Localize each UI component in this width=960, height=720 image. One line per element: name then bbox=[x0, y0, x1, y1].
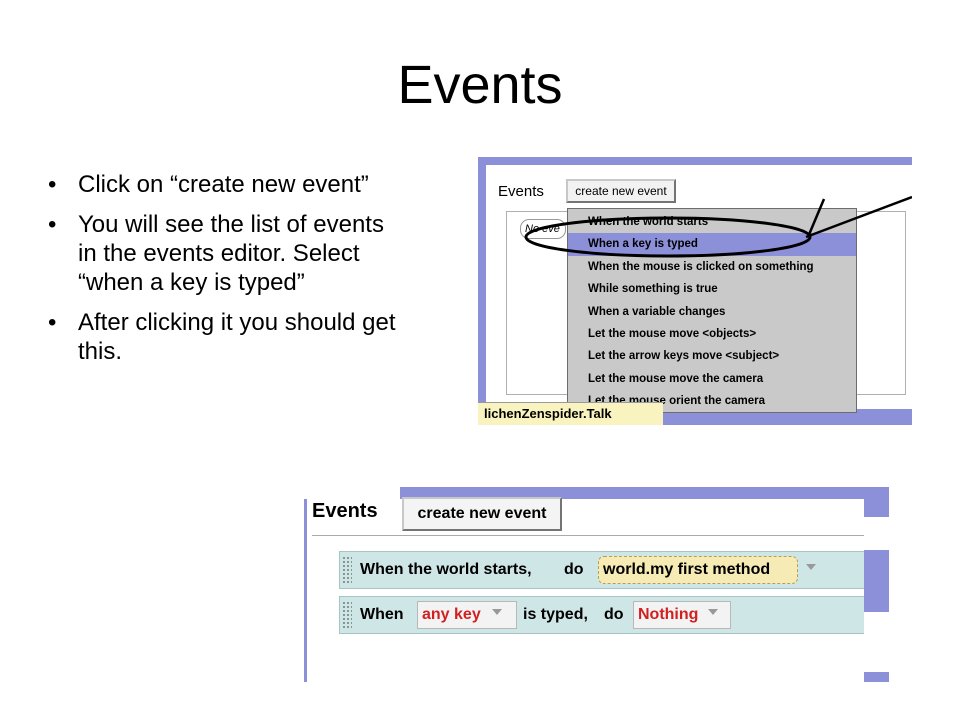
menu-item-mouse-clicked[interactable]: When the mouse is clicked on something bbox=[588, 260, 814, 273]
bullet-list: • Click on “create new event” • You will s… bbox=[48, 170, 408, 377]
menu-item-mouse-move-objects[interactable]: Let the mouse move <objects> bbox=[588, 327, 757, 340]
window-left-border bbox=[304, 499, 307, 682]
key-select-label: any key bbox=[422, 606, 481, 623]
action-tile[interactable]: Nothing bbox=[633, 601, 731, 629]
highlight-annotation bbox=[524, 195, 912, 258]
bullet-text: Click on “create new event” bbox=[78, 171, 369, 198]
drag-grip-icon[interactable] bbox=[342, 601, 352, 629]
window-right-gap bbox=[864, 517, 889, 550]
dropdown-arrow-icon[interactable] bbox=[492, 609, 502, 615]
event-do-text: do bbox=[604, 606, 624, 623]
window-top-strip bbox=[400, 487, 889, 499]
method-tile[interactable]: world.my first method bbox=[598, 556, 798, 584]
slide-title: Events bbox=[397, 55, 563, 115]
action-tile-label: Nothing bbox=[638, 606, 699, 623]
create-new-event-button[interactable]: create new event bbox=[566, 179, 676, 203]
bullet-text: After clicking it you should get this. bbox=[78, 309, 396, 365]
event-when-text: When bbox=[360, 606, 404, 623]
bullet-dot-icon: • bbox=[48, 211, 57, 238]
event-menu-screenshot: Events create new event No eve When the … bbox=[478, 157, 912, 425]
bullet-item: • After clicking it you should get this. bbox=[48, 308, 408, 366]
menu-item-variable-changes[interactable]: When a variable changes bbox=[588, 305, 726, 318]
annotation-line bbox=[806, 198, 826, 238]
annotation-line bbox=[805, 195, 912, 239]
menu-item-while-true[interactable]: While something is true bbox=[588, 283, 718, 296]
highlight-ellipse bbox=[524, 216, 812, 258]
event-type-menu[interactable]: When the world starts When a key is type… bbox=[567, 208, 857, 413]
event-row-world-starts[interactable]: When the world starts, do world.my first… bbox=[339, 551, 864, 589]
create-new-event-button[interactable]: create new event bbox=[402, 497, 562, 531]
events-panel-label: Events bbox=[498, 183, 544, 200]
event-do-text: do bbox=[564, 561, 584, 578]
bullet-dot-icon: • bbox=[48, 171, 57, 198]
panel-divider bbox=[312, 535, 864, 536]
dropdown-arrow-icon[interactable] bbox=[806, 564, 816, 570]
bullet-text: You will see the list of events in the e… bbox=[78, 211, 384, 296]
menu-item-key-typed[interactable]: When a key is typed bbox=[568, 233, 856, 256]
drag-grip-icon[interactable] bbox=[342, 556, 352, 584]
events-pane: Events create new event No eve When the … bbox=[486, 165, 912, 413]
key-select-tile[interactable]: any key bbox=[417, 601, 517, 629]
bullet-item: • You will see the list of events in the … bbox=[48, 210, 408, 297]
menu-item-arrow-keys-move[interactable]: Let the arrow keys move <subject> bbox=[588, 350, 780, 363]
window-right-gap bbox=[864, 612, 889, 672]
method-tile-label: world.my first method bbox=[603, 561, 771, 578]
event-typed-text: is typed, bbox=[523, 606, 588, 623]
bullet-dot-icon: • bbox=[48, 309, 57, 336]
events-editor-screenshot: Events create new event When the world s… bbox=[304, 487, 889, 682]
dropdown-arrow-icon[interactable] bbox=[708, 609, 718, 615]
event-text: When the world starts, bbox=[360, 561, 532, 578]
event-row-key-typed[interactable]: When any key is typed, do Nothing bbox=[339, 596, 864, 634]
method-tab-bar[interactable]: lichenZenspider.Talk bbox=[478, 402, 663, 425]
bullet-item: • Click on “create new event” bbox=[48, 170, 408, 199]
events-panel-label: Events bbox=[312, 500, 378, 522]
method-tab-label: lichenZenspider.Talk bbox=[484, 406, 612, 421]
menu-item-mouse-move-camera[interactable]: Let the mouse move the camera bbox=[588, 372, 764, 385]
